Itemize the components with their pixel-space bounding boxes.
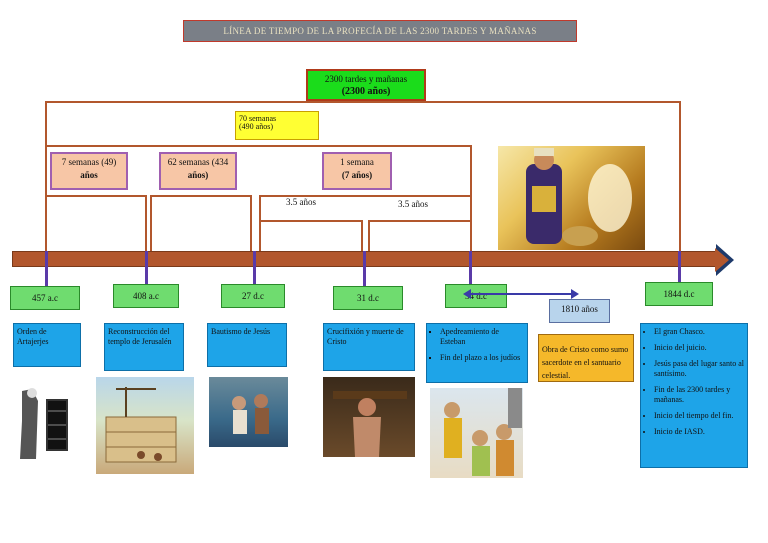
bracket-half1-right: [361, 220, 363, 251]
event-1844-item-1: El gran Chasco.: [654, 327, 744, 337]
event-apedreamiento: Apedreamiento de Esteban Fin del plazo a…: [426, 323, 528, 383]
period-1-week: 1 semana (7 años): [322, 152, 392, 190]
bracket-half2-left: [368, 220, 370, 251]
period-62-weeks: 62 semanas (434 años): [159, 152, 237, 190]
artajerjes-image: [12, 381, 76, 463]
date-connector-34: [469, 251, 472, 287]
date-408-ac: 408 a.c: [113, 284, 179, 308]
half-week-label-2: 3.5 años: [398, 199, 428, 209]
total-period-line2: (2300 años): [342, 86, 391, 97]
period-1-week-line1: 1 semana: [324, 156, 390, 169]
bracket-2300-left: [45, 101, 47, 251]
date-connector-1844: [678, 251, 681, 285]
total-period-box: 2300 tardes y mañanas (2300 años): [306, 69, 426, 101]
period-1-week-line2: (7 años): [342, 170, 372, 180]
baptism-image: [209, 377, 288, 447]
stoning-illustration: [430, 388, 523, 478]
bracket-2300-right: [679, 101, 681, 251]
event-apedreamiento-item-2: Fin del plazo a los judíos: [440, 353, 524, 363]
event-1844-item-4: Fin de las 2300 tardes y mañanas.: [654, 385, 744, 405]
event-1844-item-3: Jesús pasa del lugar santo al santísimo.: [654, 359, 744, 379]
seventy-weeks-box: 70 semanas (490 años): [235, 111, 319, 140]
bracket-70-top: [45, 145, 471, 147]
date-31-dc: 31 d.c: [333, 286, 403, 310]
temple-reconstruction-image: [96, 377, 194, 474]
page-title: LÍNEA DE TIEMPO DE LA PROFECÍA DE LAS 23…: [183, 20, 577, 42]
bracket-62w-left: [150, 195, 152, 251]
bracket-2300-top: [45, 101, 681, 103]
event-crucifixion: Crucifixión y muerte de Cristo: [323, 323, 415, 371]
high-priest-illustration: [498, 146, 645, 250]
timeline-arrowhead: [715, 248, 729, 272]
total-period-line1: 2300 tardes y mañanas: [308, 73, 424, 85]
span-1810-label: 1810 años: [549, 299, 610, 323]
event-bautismo: Bautismo de Jesús: [207, 323, 287, 367]
bracket-1w-left: [259, 195, 261, 251]
bracket-half2-top: [368, 220, 471, 222]
crucifixion-illustration: [323, 377, 415, 457]
event-1844-item-2: Inicio del juicio.: [654, 343, 744, 353]
bracket-62w-right: [250, 195, 252, 251]
event-1844-list: El gran Chasco. Inicio del juicio. Jesús…: [640, 323, 748, 468]
bracket-7w-right: [145, 195, 147, 251]
crucifixion-image: [323, 377, 415, 457]
bracket-half1-top: [259, 220, 363, 222]
temple-reconstruction-illustration: [96, 377, 194, 474]
event-1844-item-6: Inicio de IASD.: [654, 427, 744, 437]
event-reconstruccion: Reconstrucción del templo de Jerusalén: [104, 323, 184, 371]
date-1844-dc: 1844 d.c: [645, 282, 713, 306]
event-artajerjes: Orden de Artajerjes: [13, 323, 81, 367]
date-457-ac: 457 a.c: [10, 286, 80, 310]
date-27-dc: 27 d.c: [221, 284, 285, 308]
bracket-70-right: [470, 145, 472, 251]
period-7-weeks-line2: años: [80, 170, 98, 180]
high-priest-sanctuary-image: [498, 146, 645, 250]
bracket-62w-top: [150, 195, 252, 197]
baptism-illustration: [209, 377, 288, 447]
date-connector-457: [45, 251, 48, 287]
event-1844-item-5: Inicio del tiempo del fin.: [654, 411, 744, 421]
date-connector-31: [363, 251, 366, 287]
event-obra-de-cristo: Obra de Cristo como sumo sacerdote en el…: [538, 334, 634, 382]
date-connector-408: [145, 251, 148, 285]
half-week-label-1: 3.5 años: [286, 197, 316, 207]
stoning-of-stephen-image: [430, 388, 523, 478]
period-7-weeks: 7 semanas (49) años: [50, 152, 128, 190]
seventy-weeks-line2: (490 años): [239, 123, 315, 131]
date-connector-27: [253, 251, 256, 285]
bracket-7w-top: [45, 195, 147, 197]
event-apedreamiento-item-1: Apedreamiento de Esteban: [440, 327, 524, 347]
period-62-weeks-line1: 62 semanas (434: [161, 156, 235, 169]
period-7-weeks-line1: 7 semanas (49): [52, 156, 126, 169]
period-62-weeks-line2: años): [188, 170, 209, 180]
artajerjes-illustration: [12, 381, 76, 463]
